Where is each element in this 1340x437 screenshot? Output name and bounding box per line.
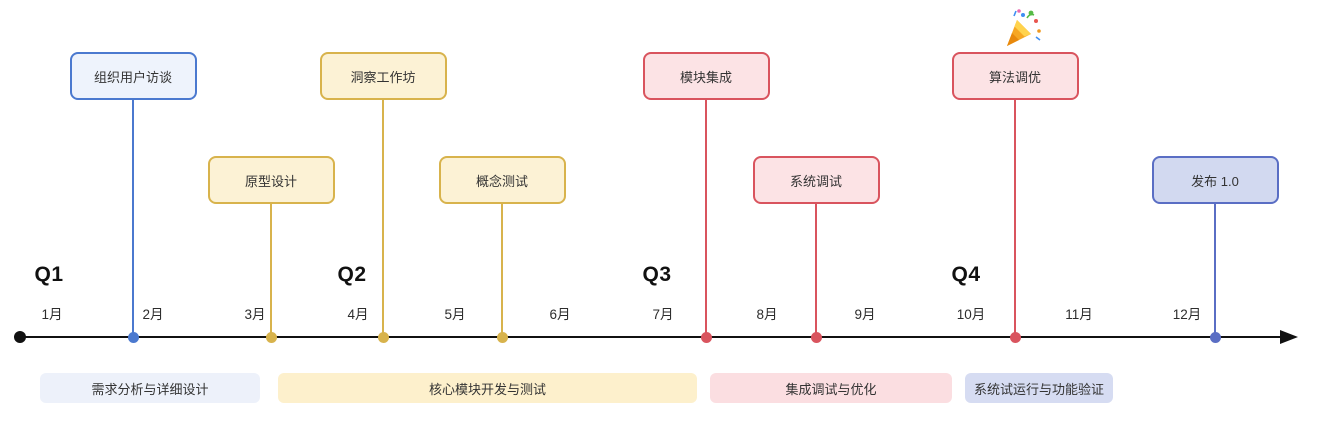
milestone-label: 组织用户访谈 (93, 69, 172, 85)
month-label: 12月 (1172, 307, 1202, 322)
milestone-box: 算法调优 (951, 52, 1079, 100)
milestone-dot (496, 331, 508, 343)
milestone-connector-line (381, 100, 385, 337)
milestone-label: 发布 1.0 (1191, 173, 1239, 189)
quarter-label: Q4 (951, 263, 981, 286)
milestone-box: 发布 1.0 (1151, 156, 1279, 204)
phase-label: 集成调试与优化 (785, 381, 877, 397)
month-label: 4月 (347, 307, 369, 322)
milestone-dot (265, 331, 277, 343)
month-label: 10月 (956, 307, 986, 322)
milestone-connector-line (1213, 204, 1217, 337)
milestone-dot (700, 331, 712, 343)
milestone-label: 系统调试 (789, 173, 842, 189)
milestone-connector-line (704, 100, 708, 337)
phase-bar: 系统试运行与功能验证 (965, 373, 1113, 403)
month-label: 2月 (142, 307, 164, 322)
phase-bar: 核心模块开发与测试 (278, 373, 697, 403)
milestone-connector-line (269, 204, 273, 337)
milestone-connector-line (814, 204, 818, 337)
milestone-dot (1209, 331, 1221, 343)
phase-label: 核心模块开发与测试 (428, 381, 546, 397)
quarter-label: Q1 (34, 263, 64, 286)
milestone-label: 概念测试 (475, 173, 528, 189)
milestone-box: 系统调试 (752, 156, 880, 204)
timeline-arrowhead-icon (1280, 330, 1298, 344)
quarter-label: Q2 (337, 263, 367, 286)
milestone-box: 原型设计 (207, 156, 335, 204)
milestone-connector-line (131, 100, 135, 337)
milestone-label: 模块集成 (679, 69, 732, 85)
month-label: 3月 (244, 307, 266, 322)
milestone-box: 模块集成 (642, 52, 770, 100)
party-popper-icon (1000, 4, 1044, 50)
milestone-dot (810, 331, 822, 343)
month-label: 8月 (756, 307, 778, 322)
timeline-axis (20, 335, 1284, 339)
milestone-box: 组织用户访谈 (69, 52, 197, 100)
phase-bar: 集成调试与优化 (710, 373, 952, 403)
milestone-box: 概念测试 (438, 156, 566, 204)
month-label: 1月 (41, 307, 63, 322)
milestone-dot (127, 331, 139, 343)
month-label: 9月 (854, 307, 876, 322)
milestone-label: 算法调优 (988, 69, 1041, 85)
milestone-dot (377, 331, 389, 343)
phase-label: 需求分析与详细设计 (91, 381, 209, 397)
month-label: 7月 (652, 307, 674, 322)
phase-bar: 需求分析与详细设计 (40, 373, 260, 403)
month-label: 6月 (549, 307, 571, 322)
milestone-connector-line (500, 204, 504, 337)
quarter-label: Q3 (642, 263, 672, 286)
milestone-label: 原型设计 (244, 173, 297, 189)
milestone-connector-line (1013, 100, 1017, 337)
phase-label: 系统试运行与功能验证 (973, 381, 1104, 397)
timeline-start-dot (14, 331, 26, 343)
milestone-box: 洞察工作坊 (319, 52, 447, 100)
milestone-dot (1009, 331, 1021, 343)
milestone-label: 洞察工作坊 (350, 69, 416, 85)
month-label: 5月 (444, 307, 466, 322)
month-label: 11月 (1065, 307, 1093, 322)
